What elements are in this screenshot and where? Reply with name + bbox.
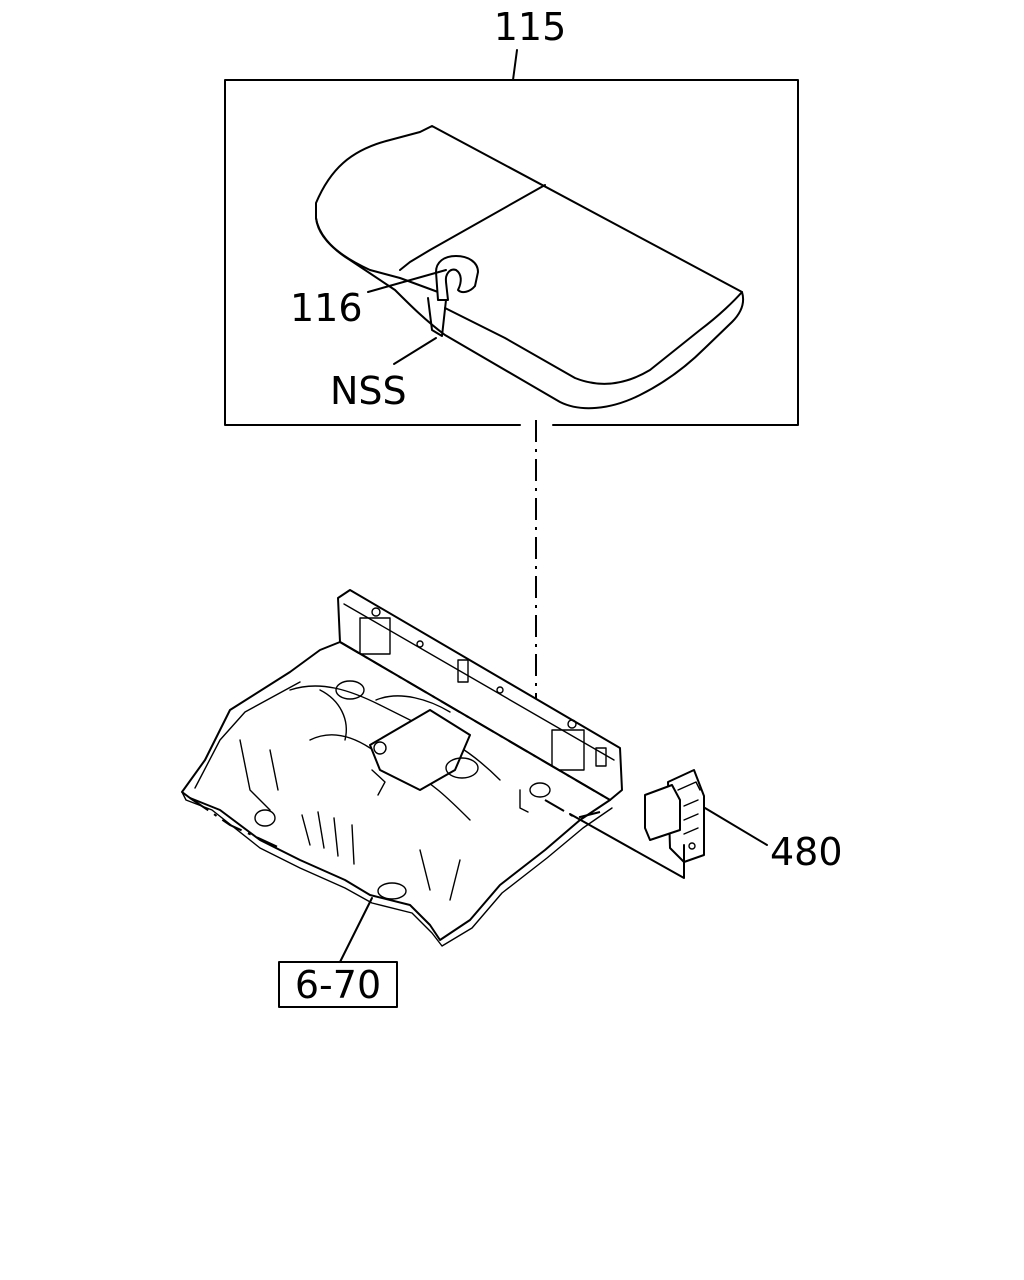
leader-116 [367, 269, 447, 293]
leader-115 [512, 49, 518, 81]
callout-480: 480 [770, 830, 843, 874]
leader-480 [704, 807, 768, 846]
assembly-box [224, 79, 799, 426]
callout-115: 115 [494, 5, 567, 49]
leader-nss [393, 337, 437, 365]
callout-116: 116 [290, 286, 363, 330]
seat-cushion [315, 125, 745, 410]
callout-6-70: 6-70 [295, 963, 381, 1007]
leader-6-70 [339, 897, 373, 963]
callout-nss: NSS [330, 369, 407, 413]
bracket-480 [644, 769, 705, 863]
ref-box-6-70 [278, 961, 398, 1008]
connector-480 [569, 813, 685, 879]
floor-panel [181, 589, 623, 947]
